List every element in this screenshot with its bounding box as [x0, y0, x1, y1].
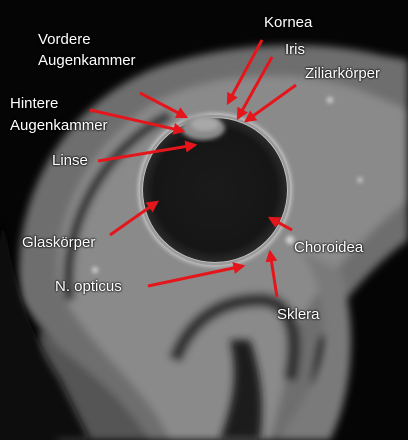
label-vordere-line1: Vordere — [38, 30, 91, 49]
label-n-opticus: N. opticus — [55, 277, 122, 296]
label-iris: Iris — [285, 40, 305, 59]
label-vordere-line2: Augenkammer — [38, 51, 136, 70]
eye-globe — [138, 113, 292, 267]
label-ziliarkoerper: Ziliarkörper — [305, 64, 380, 83]
label-hintere-line1: Hintere — [10, 94, 58, 113]
label-hintere-line2: Augenkammer — [10, 116, 108, 135]
label-kornea: Kornea — [264, 13, 312, 32]
label-linse: Linse — [52, 151, 88, 170]
label-sklera: Sklera — [277, 305, 320, 324]
label-glaskoerper: Glaskörper — [22, 233, 95, 252]
label-choroidea: Choroidea — [294, 238, 363, 257]
